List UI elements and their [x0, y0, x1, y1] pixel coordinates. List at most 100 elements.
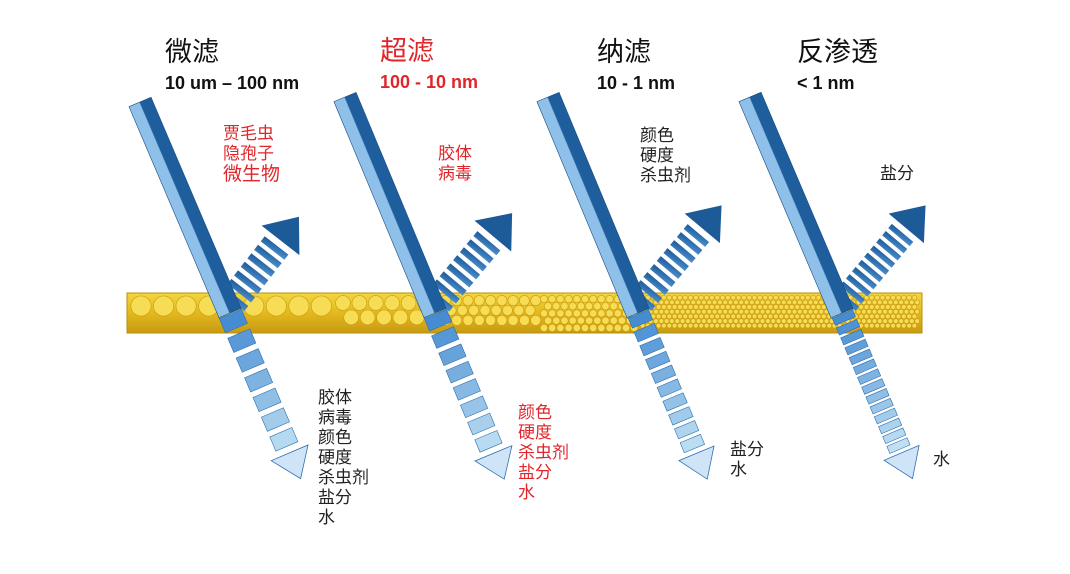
rejected-item: 病毒	[438, 164, 472, 184]
membrane-pore	[874, 294, 880, 301]
membrane-pore	[903, 299, 910, 305]
rejected-arrow-stripe	[864, 252, 890, 275]
passed-item: 颜色	[318, 428, 352, 448]
membrane-pore	[351, 295, 368, 311]
rejected-arrow-stripe	[453, 255, 481, 280]
membrane-pore	[914, 299, 920, 305]
membrane-pore	[879, 313, 886, 320]
membrane-pore	[564, 309, 573, 318]
membrane-pore	[706, 299, 712, 305]
membrane-pore	[677, 294, 683, 301]
membrane-pore	[597, 294, 606, 303]
rejected-arrow-head	[888, 205, 926, 244]
membrane-pore	[669, 318, 675, 324]
membrane-pore	[863, 294, 870, 301]
membrane-pore	[783, 304, 790, 310]
membrane-pore	[746, 294, 752, 301]
membrane-pore	[593, 302, 602, 311]
permeate-arrow-block	[848, 348, 873, 366]
membrane-pore	[770, 299, 776, 305]
membrane-pore	[826, 323, 832, 329]
membrane-pore	[663, 318, 670, 324]
membrane-pore	[335, 295, 351, 311]
membrane-pore	[666, 313, 672, 320]
membrane-pore	[682, 304, 688, 310]
membrane-pore	[893, 318, 899, 324]
membrane-pore	[576, 316, 585, 325]
membrane-pore	[717, 318, 723, 324]
membrane-pore	[564, 294, 573, 303]
membrane-pore	[898, 299, 904, 305]
membrane-pore	[741, 313, 747, 320]
membrane-pore	[909, 309, 915, 315]
membrane-pore	[701, 309, 707, 315]
membrane-pore	[759, 309, 766, 315]
membrane-pore	[895, 294, 902, 301]
membrane-pore	[687, 304, 694, 310]
membrane-pore	[909, 299, 915, 305]
permeate-arrow-block	[218, 308, 248, 334]
membrane-pore	[898, 309, 904, 315]
rejected-item: 颜色	[640, 126, 674, 146]
feed-arrow-shaft	[738, 91, 854, 319]
membrane-pore	[687, 323, 694, 329]
rejected-arrow-stripe	[234, 270, 262, 294]
rejected-arrow-ultrafiltration	[426, 213, 513, 312]
permeate-arrow-block	[650, 364, 677, 384]
membrane-pore	[778, 304, 784, 310]
membrane-pore	[698, 304, 704, 310]
membrane-pore	[887, 299, 894, 305]
permeate-arrow-block	[645, 350, 671, 371]
rejected-item: 盐分	[880, 164, 914, 184]
membrane-pore	[770, 318, 776, 324]
rejected-item: 杀虫剂	[640, 166, 691, 186]
membrane-pore	[751, 323, 758, 329]
membrane-pore	[552, 302, 561, 311]
membrane-pore	[653, 318, 659, 324]
membrane-pore	[789, 304, 795, 310]
membrane-pore	[863, 304, 870, 310]
membrane-pore	[613, 323, 622, 332]
membrane-pore	[580, 323, 589, 332]
membrane-pore	[765, 299, 771, 305]
membrane-pore	[671, 313, 678, 320]
membrane-pore	[661, 323, 667, 329]
membrane-pore	[738, 318, 744, 324]
membrane-pore	[735, 294, 742, 301]
membrane-pore	[568, 302, 577, 311]
membrane-pore	[462, 295, 474, 306]
membrane-pore	[802, 299, 808, 305]
permeate-arrow-block	[673, 420, 700, 440]
membrane-pore	[617, 316, 626, 325]
membrane-pore	[885, 304, 891, 310]
membrane-pore	[539, 309, 548, 318]
membrane-pore	[714, 323, 720, 329]
permeate-arrow-block	[668, 406, 694, 426]
membrane-pore	[661, 313, 667, 320]
membrane-pore	[722, 318, 728, 324]
membrane-pore	[288, 295, 310, 317]
membrane-pore	[539, 323, 548, 332]
membrane-pore	[810, 323, 816, 329]
membrane-pore	[738, 299, 744, 305]
passed-item: 杀虫剂	[518, 443, 569, 463]
membrane-pore	[810, 294, 816, 301]
membrane-pore	[874, 304, 880, 310]
membrane-pore	[773, 323, 779, 329]
membrane-pore	[666, 294, 672, 301]
permeate-arrow-block	[861, 378, 886, 395]
membrane-pore	[722, 299, 728, 305]
rejected-arrow-stripe	[876, 238, 902, 261]
membrane-pore	[805, 294, 811, 301]
membrane-pore	[719, 323, 726, 329]
membrane-pore	[901, 294, 907, 301]
rejected-arrow-head	[684, 205, 722, 244]
membrane-pore	[153, 295, 175, 317]
membrane-pore	[548, 294, 557, 303]
membrane-pore	[709, 313, 715, 320]
membrane-pore	[757, 294, 763, 301]
membrane-pore	[671, 294, 678, 301]
membrane-pore	[869, 313, 875, 320]
membrane-pore	[818, 318, 824, 324]
feed-arrow-ultrafiltration	[333, 91, 447, 319]
